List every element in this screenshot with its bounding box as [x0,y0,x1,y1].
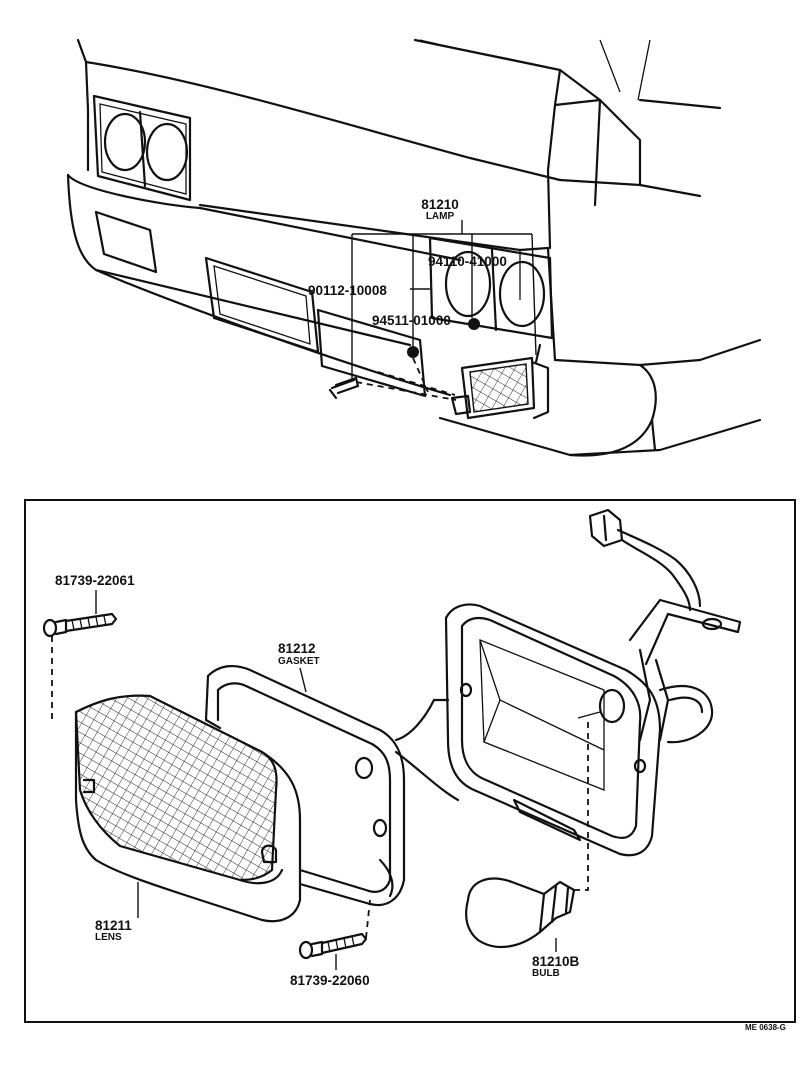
wire-connector [588,508,702,612]
bolt-part-number: 90112-10008 [308,283,387,298]
lower-screw-part-number: 81739-22060 [290,973,370,988]
bulb-81210b [465,877,576,948]
upper-screw-part-number: 81739-22061 [55,573,135,588]
washer-part-number: 94511-01000 [372,313,451,328]
top-leader-lines [351,220,537,380]
lamp-housing-81210 [394,598,742,857]
lens-part-number: 81211 [95,918,132,933]
lower-screw-81739-22060 [298,932,368,960]
exploded-view-frame [24,499,796,1023]
lens-name: LENS [95,932,122,943]
lamp-name: LAMP [426,211,455,222]
gasket-part-number: 81212 [278,641,316,656]
lamp-label: 81210 LAMP [421,197,459,222]
lens-81211 [74,694,302,923]
bulb-part-number: 81210B [532,954,580,969]
nut-part-number: 94110-41000 [428,254,507,269]
gasket-name: GASKET [278,656,320,667]
lamp-part-number: 81210 [421,197,459,212]
drawing-reference: ME 0638-G [745,1023,786,1032]
upper-screw-81739-22061 [42,612,118,638]
vehicle-front-drawing [66,38,762,457]
bulb-name: BULB [532,968,560,979]
